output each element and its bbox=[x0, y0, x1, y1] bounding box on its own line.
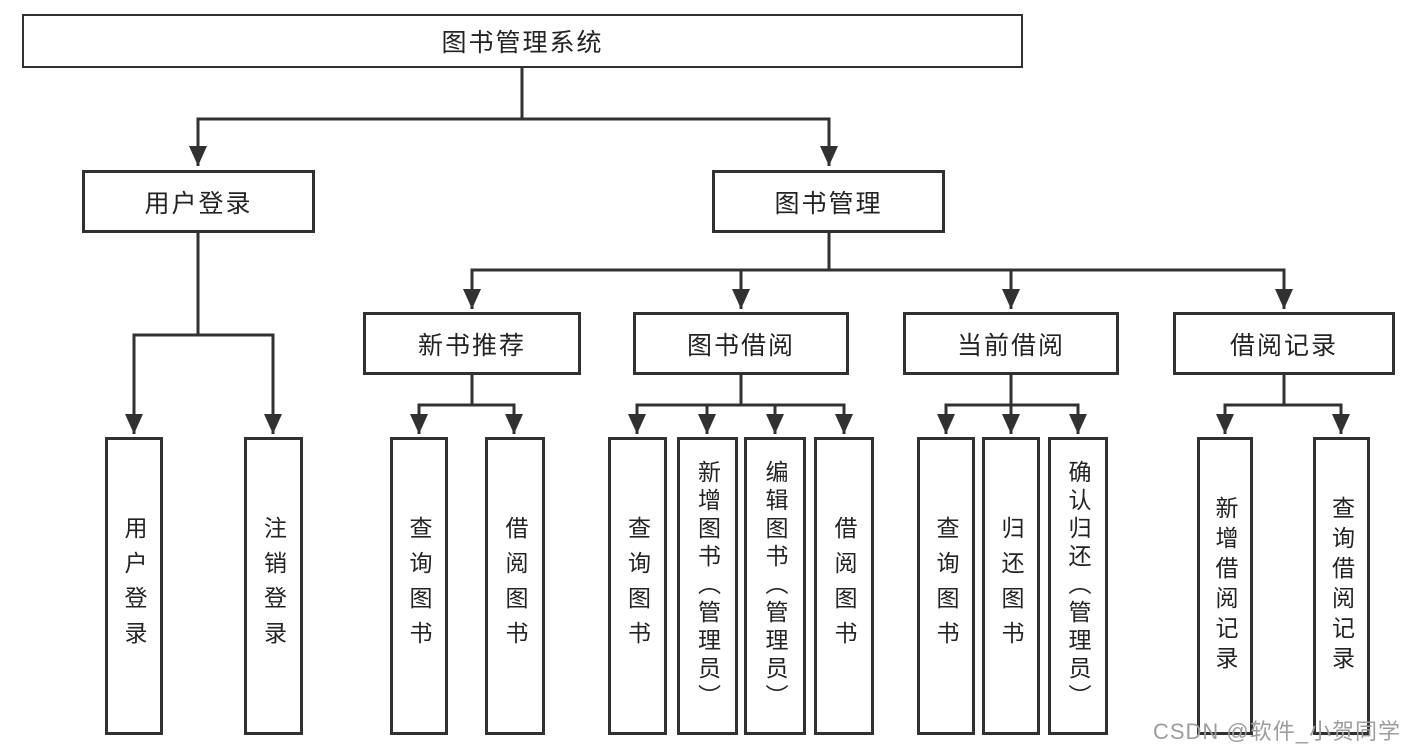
node-label: 新书推荐 bbox=[417, 331, 526, 360]
node-library-management-system: 图书管理系统 bbox=[22, 14, 1023, 68]
node-label: 借阅图书 bbox=[502, 516, 528, 656]
node-label: 确认归还（管理员） bbox=[1065, 460, 1091, 712]
node-leaf-edit-books-admin: 编辑图书（管理员） bbox=[744, 437, 806, 735]
node-leaf-return-books: 归还图书 bbox=[982, 437, 1040, 735]
node-book-management: 图书管理 bbox=[712, 170, 945, 233]
node-current-borrowing: 当前借阅 bbox=[903, 312, 1119, 375]
node-label: 归还图书 bbox=[998, 516, 1024, 656]
node-borrowing-records: 借阅记录 bbox=[1173, 312, 1395, 375]
node-leaf-query-borrow-record: 查询借阅记录 bbox=[1313, 437, 1370, 735]
node-leaf-logout: 注销登录 bbox=[244, 437, 303, 735]
node-label: 当前借阅 bbox=[956, 331, 1065, 360]
node-label: 图书借阅 bbox=[686, 331, 795, 360]
node-label: 新增图书（管理员） bbox=[694, 460, 721, 712]
node-leaf-query-books-2: 查询图书 bbox=[608, 437, 667, 735]
node-leaf-confirm-return-admin: 确认归还（管理员） bbox=[1048, 437, 1108, 735]
node-leaf-user-login: 用户登录 bbox=[105, 437, 163, 735]
node-label: 查询借阅记录 bbox=[1328, 496, 1355, 676]
node-book-borrowing: 图书借阅 bbox=[633, 312, 849, 375]
node-label: 查询图书 bbox=[624, 516, 651, 656]
node-leaf-borrow-books-1: 借阅图书 bbox=[485, 437, 545, 735]
node-label: 图书管理 bbox=[774, 189, 883, 218]
node-leaf-query-books-3: 查询图书 bbox=[917, 437, 975, 735]
node-label: 图书管理系统 bbox=[441, 29, 604, 57]
csdn-watermark: CSDN @软件_小贺同学 bbox=[1152, 719, 1401, 744]
node-leaf-query-books-1: 查询图书 bbox=[390, 437, 448, 735]
node-user-login: 用户登录 bbox=[82, 170, 315, 233]
node-label: 借阅图书 bbox=[831, 516, 857, 656]
node-leaf-add-borrow-record: 新增借阅记录 bbox=[1197, 437, 1253, 735]
node-leaf-add-books-admin: 新增图书（管理员） bbox=[677, 437, 738, 735]
node-leaf-borrow-books-2: 借阅图书 bbox=[814, 437, 874, 735]
node-label: 查询图书 bbox=[406, 516, 432, 656]
node-new-book-recommendation: 新书推荐 bbox=[363, 312, 581, 375]
node-label: 查询图书 bbox=[933, 516, 959, 656]
node-label: 用户登录 bbox=[144, 189, 253, 218]
node-label: 编辑图书（管理员） bbox=[762, 460, 788, 712]
node-label: 用户登录 bbox=[121, 516, 147, 656]
node-label: 新增借阅记录 bbox=[1212, 496, 1238, 676]
node-label: 借阅记录 bbox=[1229, 331, 1338, 360]
node-label: 注销登录 bbox=[260, 516, 287, 656]
